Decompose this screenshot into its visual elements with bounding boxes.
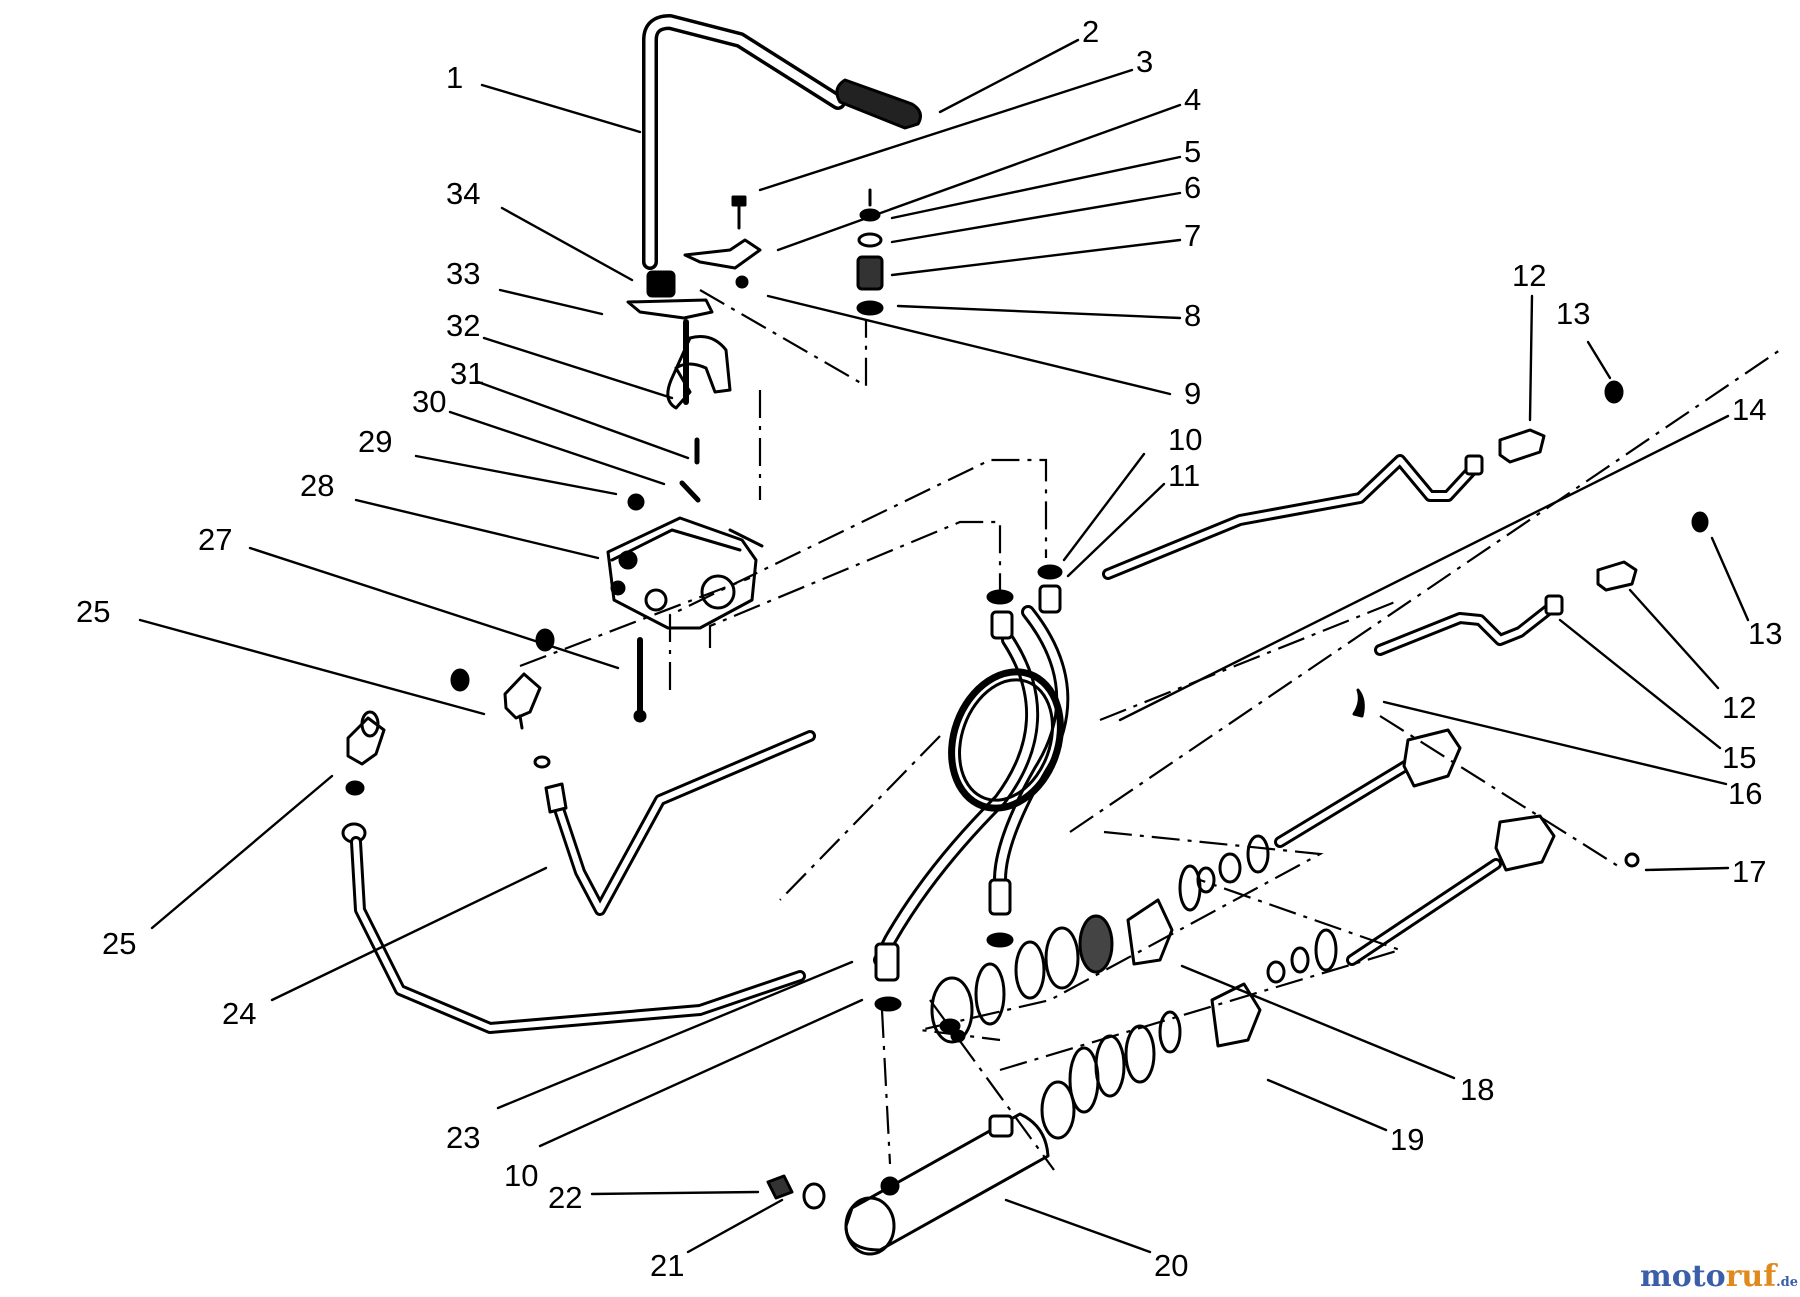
- callout-34: 34: [446, 176, 480, 211]
- callout-27: 27: [198, 522, 232, 557]
- elbow-fittings: [341, 628, 555, 844]
- callout-13-right: 13: [1748, 616, 1782, 651]
- callout-22: 22: [548, 1180, 582, 1215]
- callout-8: 8: [1184, 298, 1201, 333]
- steel-line-center: [544, 730, 816, 916]
- assembly-centerlines: [519, 289, 1781, 1171]
- callout-12-top: 12: [1512, 258, 1546, 293]
- watermark-part-3: .de: [1776, 1275, 1798, 1290]
- callout-30: 30: [412, 384, 446, 419]
- callout-labels: 1 2 3 4 5 6 7 8 9 10 11 12 13 14 13 12 1…: [76, 14, 1782, 1283]
- bolt: [731, 195, 747, 230]
- callout-10-bottom: 10: [504, 1158, 538, 1193]
- watermark-part-2: ruf: [1726, 1259, 1779, 1294]
- callout-25-bottom: 25: [102, 926, 136, 961]
- callout-28: 28: [300, 468, 334, 503]
- callout-29: 29: [358, 424, 392, 459]
- callout-7: 7: [1184, 218, 1201, 253]
- callout-13-top: 13: [1556, 296, 1590, 331]
- callout-32: 32: [446, 308, 480, 343]
- callout-16: 16: [1728, 776, 1762, 811]
- callout-10-top: 10: [1168, 422, 1202, 457]
- callout-15: 15: [1722, 740, 1756, 775]
- callout-3: 3: [1136, 44, 1153, 79]
- callout-31: 31: [450, 356, 484, 391]
- callout-18: 18: [1460, 1072, 1494, 1107]
- watermark-part-1: moto: [1640, 1259, 1726, 1294]
- callout-25-top: 25: [76, 594, 110, 629]
- handle-grip: [835, 78, 922, 130]
- pins: [679, 437, 701, 503]
- callout-9: 9: [1184, 376, 1201, 411]
- callout-14: 14: [1732, 392, 1766, 427]
- callout-6: 6: [1184, 170, 1201, 205]
- callout-20: 20: [1154, 1248, 1188, 1283]
- cylinder-rods: [1274, 688, 1640, 966]
- callout-12-right: 12: [1722, 690, 1756, 725]
- steel-lines-right: [1102, 380, 1709, 656]
- callout-24: 24: [222, 996, 256, 1031]
- control-valve: [606, 493, 764, 723]
- cylinder-barrel: [766, 1112, 1050, 1256]
- callout-4: 4: [1184, 82, 1201, 117]
- callout-17: 17: [1732, 854, 1766, 889]
- callout-11: 11: [1168, 458, 1200, 493]
- callout-1: 1: [446, 60, 463, 95]
- callout-5: 5: [1184, 134, 1201, 169]
- steel-line-left: [350, 836, 806, 1034]
- lift-handle: [642, 14, 846, 270]
- callout-23: 23: [446, 1120, 480, 1155]
- callout-2: 2: [1082, 14, 1099, 49]
- callout-19: 19: [1390, 1122, 1424, 1157]
- hydraulic-hoses: [873, 564, 1070, 1012]
- callout-21: 21: [650, 1248, 684, 1283]
- bracket: [683, 238, 762, 289]
- spring-stack: [856, 188, 884, 316]
- site-watermark: motoruf.de: [1640, 1259, 1798, 1294]
- svg-text:motoruf.de: motoruf.de: [1640, 1259, 1798, 1294]
- callout-33: 33: [446, 256, 480, 291]
- leader-lines: [138, 38, 1750, 1254]
